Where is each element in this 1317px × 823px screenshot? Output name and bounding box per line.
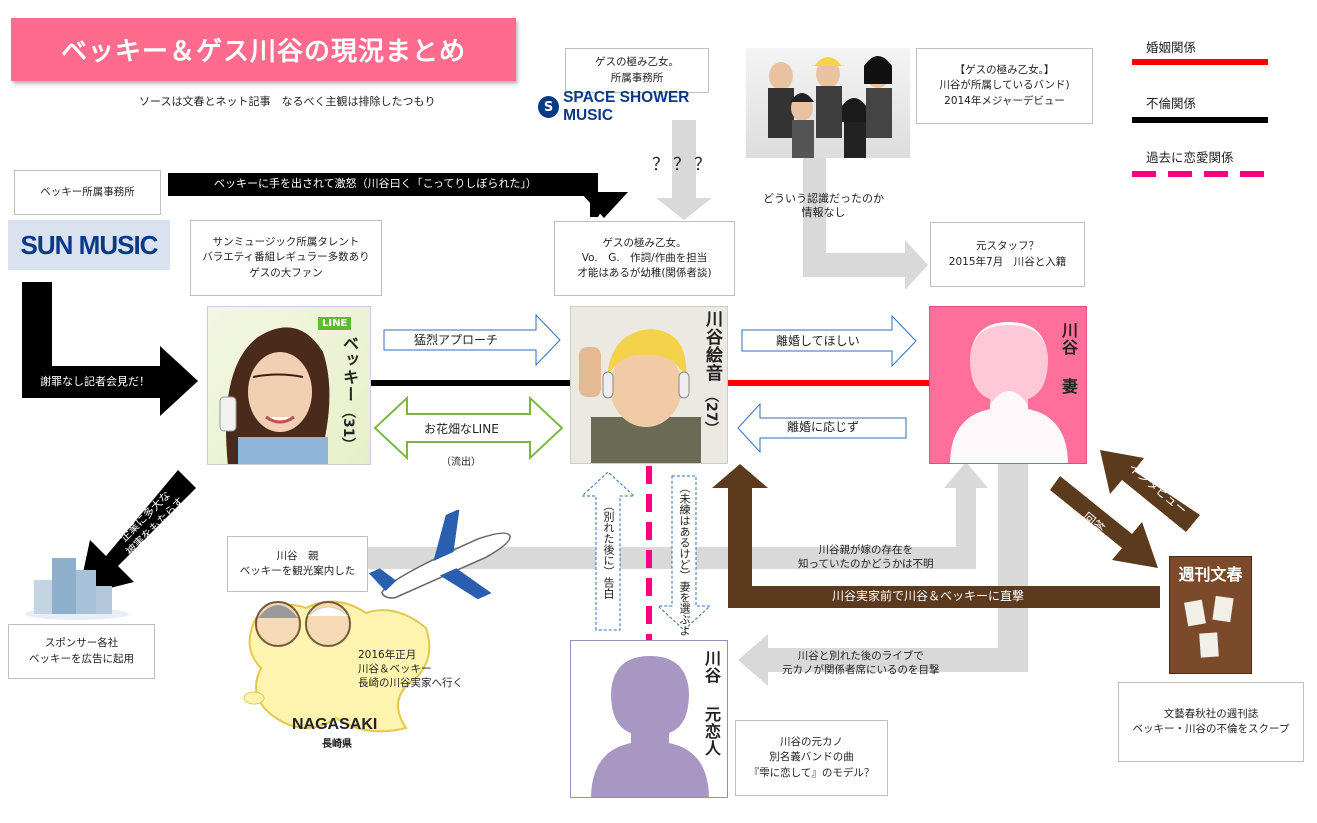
arrow-agency-angry xyxy=(168,173,612,217)
page-title: ベッキー＆ゲス川谷の現況まとめ xyxy=(60,37,466,67)
arrow-confess xyxy=(580,471,636,631)
becky-photo: LINE xyxy=(207,306,371,465)
saw-ex-label: 川谷と別れた後のライブで 元カノが関係者席にいるのを目撃 xyxy=(782,650,940,676)
kawatani-info-box: ゲスの極み乙女。Vo. G. 作詞/作曲を担当才能はあるが幼稚(関係者談) xyxy=(554,221,735,296)
line-logo: LINE xyxy=(318,317,352,330)
title-banner: ベッキー＆ゲス川谷の現況まとめ xyxy=(11,18,516,81)
arrow-becky-to-sponsors xyxy=(78,470,196,596)
arrow-approach xyxy=(383,313,561,367)
trip-label: 2016年正月 川谷＆ベッキー 長崎の川谷実家へ行く xyxy=(358,649,463,690)
map-name: NAGASAKI xyxy=(292,716,378,733)
unknown-label: ？？？ xyxy=(652,155,715,175)
arrow-band-to-wife xyxy=(803,157,928,290)
arrow-bunshun-to-wife xyxy=(1100,450,1200,532)
approach-label: 猛烈アプローチ xyxy=(414,333,499,347)
band-info-box: 【ゲスの極み乙女。】川谷が所属しているバンド)2014年メジャーデビュー xyxy=(916,48,1093,124)
band-photo xyxy=(746,48,910,158)
wife-role: 妻 xyxy=(1059,378,1078,395)
wife-name: 川谷 xyxy=(1059,322,1078,356)
accept-divorce-label: 離婚に応じず xyxy=(787,420,860,434)
spaceshower-icon: S xyxy=(538,96,560,118)
arrow-want-divorce xyxy=(741,314,917,368)
bunshun-info-box: 文藝春秋社の週刊誌ベッキー・川谷の不倫をスクープ xyxy=(1118,682,1304,762)
want-divorce-label: 離婚してほしい xyxy=(776,334,860,348)
arrow-agency-angry-head xyxy=(580,192,628,218)
becky-age: （31） xyxy=(340,404,356,452)
becky-name: ベッキー xyxy=(340,335,359,403)
arrow-accept-divorce xyxy=(737,402,907,454)
spaceshower-logo: S SPACE SHOWER MUSIC xyxy=(538,89,736,124)
sponsors-box: スポンサー各社ベッキーを広告に起用 xyxy=(8,624,155,679)
legend-affair: 不倫関係 xyxy=(1146,96,1197,111)
ex-name: 川谷 xyxy=(702,650,721,684)
sunmusic-logo: SUN MUSIC xyxy=(8,220,170,270)
agency-angry-label: ベッキーに手を出されて激怒（川谷曰く「こってりしぼられた」） xyxy=(214,177,537,190)
becky-info-box: サンミュージック所属タレントバラエティ番組レギュラー多数ありゲスの大ファン xyxy=(190,220,382,296)
becky-agency-box: ベッキー所属事務所 xyxy=(14,170,161,215)
arrow-bunshun-confront xyxy=(712,464,1160,608)
buildings-icon xyxy=(22,548,132,620)
kawatani-age: （27） xyxy=(703,388,719,436)
confront-label: 川谷実家前で川谷＆ベッキーに直撃 xyxy=(832,589,1025,603)
kawatani-name: 川谷絵音 xyxy=(702,310,722,382)
wife-silhouette xyxy=(929,306,1087,464)
gesu-agency-box: ゲスの極み乙女。所属事務所 xyxy=(565,48,709,93)
bunshun-logo: 週刊文春 xyxy=(1178,565,1243,584)
ex-silhouette xyxy=(570,640,728,798)
parents-knew-label: 川谷親が嫁の存在を 知っていたのかどうかは不明 xyxy=(798,544,934,570)
leaked-label: （流出） xyxy=(441,457,481,468)
arrow-wife-to-bunshun xyxy=(1050,476,1158,568)
map-name-jp: 長崎県 xyxy=(322,739,352,750)
arrow-sunmusic-to-becky xyxy=(22,282,198,416)
no-apology-label: 謝罪なし記者会見だ！ xyxy=(40,375,150,388)
ex-info-box: 川谷の元カノ別名義バンドの曲『雫に恋して』のモデル？ xyxy=(735,720,888,796)
airplane-icon xyxy=(366,508,522,620)
recognition-label: どういう認識だったのか 情報なし xyxy=(763,192,884,220)
parents-box: 川谷 親ベッキーを観光案内した xyxy=(227,536,368,592)
confess-label: （別れた後に）告白 xyxy=(602,500,615,599)
line-chat-label: お花畑なLINE xyxy=(424,422,499,436)
arrow-chose-wife xyxy=(656,475,712,631)
bunshun-cover: 週刊文春 xyxy=(1169,556,1252,674)
parents-faces xyxy=(252,598,356,650)
legend-marriage: 婚姻関係 xyxy=(1146,40,1197,55)
arrow-line-chat xyxy=(373,395,564,461)
ex-role: 元恋人 xyxy=(702,706,721,757)
wife-info-box: 元スタッフ？2015年7月 川谷と入籍 xyxy=(930,222,1085,287)
arrow-spaceshower-to-kawatani xyxy=(656,120,712,220)
kawatani-photo xyxy=(570,306,728,464)
legend-past: 過去に恋愛関係 xyxy=(1146,150,1234,165)
chose-wife-label: （未練はあるけど）妻を選ぶよ xyxy=(678,482,691,636)
subtitle: ソースは文春とネット記事 なるべく主観は排除したつもり xyxy=(139,95,436,108)
arrow-wife-to-ex xyxy=(738,462,1028,686)
